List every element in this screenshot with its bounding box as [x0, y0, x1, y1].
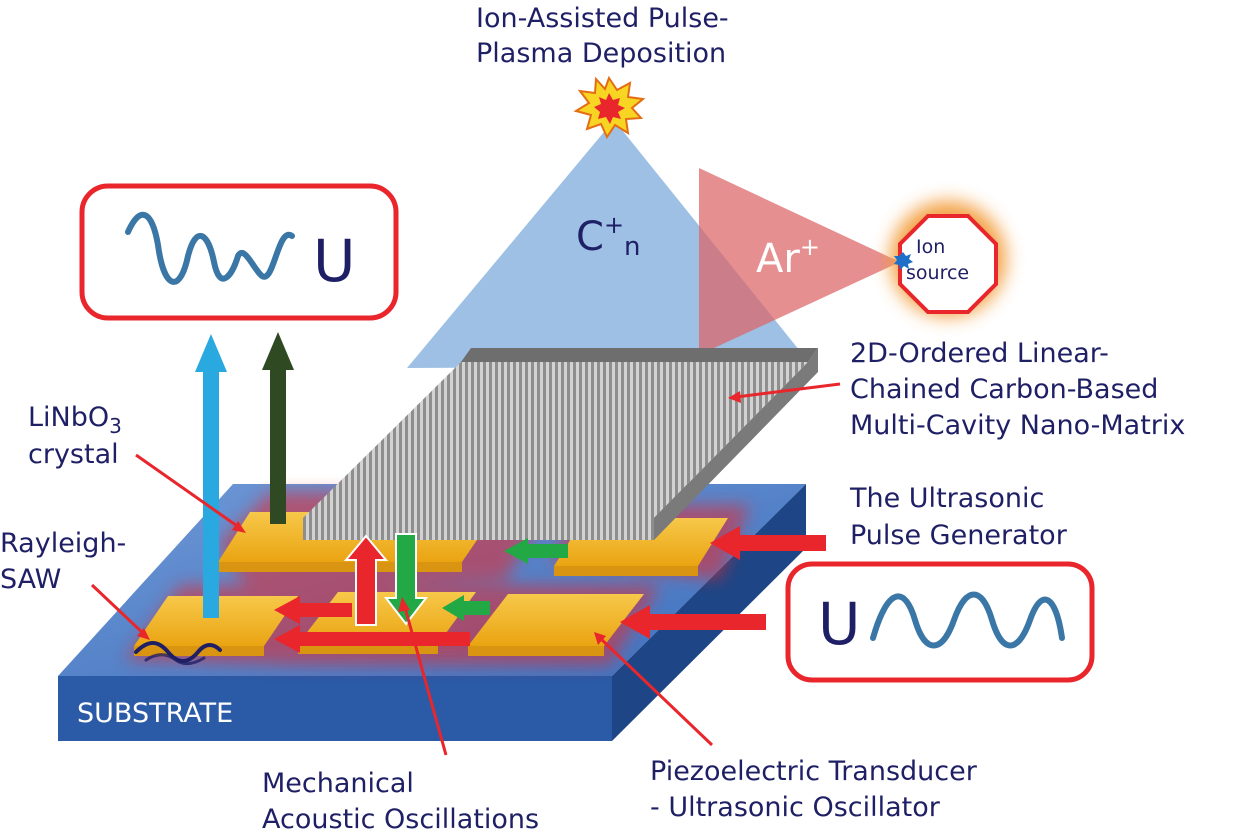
nano-matrix-side	[654, 348, 818, 540]
ion-emission-burst-icon	[894, 252, 913, 270]
title-line2: Plasma Deposition	[476, 38, 726, 69]
title-label: Ion-Assisted Pulse- Plasma Deposition	[476, 3, 729, 69]
darkgreen-arrow-shaft	[270, 368, 286, 524]
matrix-label-line2: Chained Carbon-Based	[850, 374, 1158, 405]
generator-label-line1: The Ultrasonic	[849, 483, 1044, 514]
generator-label: The Ultrasonic Pulse Generator	[849, 483, 1068, 551]
blue-arrow-shaft	[203, 370, 219, 618]
output-wave-icon	[125, 211, 295, 285]
input-wave-icon	[870, 591, 1065, 649]
red-left-arrow-input	[620, 605, 766, 639]
transducer-label-line2: - Ultrasonic Oscillator	[650, 792, 941, 823]
output-signal-panel: U	[79, 183, 399, 321]
ion-source-label-line2: source	[906, 262, 969, 284]
transducer-label-line1: Piezoelectric Transducer	[650, 756, 978, 787]
crystal-label: LiNbO3 crystal	[28, 402, 122, 470]
mechanical-label: Mechanical Acoustic Oscillations	[262, 768, 539, 835]
input-voltage-label: U	[818, 590, 860, 658]
output-arrows	[195, 332, 294, 618]
ion-source: Ion source	[890, 201, 1006, 317]
substrate-label: SUBSTRATE	[77, 698, 233, 729]
rayleigh-label: Rayleigh- SAW	[0, 528, 126, 595]
red-left-arrow-1	[274, 596, 352, 624]
ion-species-label: Ar+	[756, 233, 820, 282]
green-down-arrow	[383, 533, 429, 626]
wave-propagation-arrows	[274, 526, 826, 653]
green-left-arrow-upper	[504, 538, 568, 564]
red-left-arrow-generator	[710, 526, 826, 560]
pad-front-right	[468, 594, 644, 646]
substrate-front-face	[58, 676, 612, 741]
mechanical-label-line1: Mechanical	[262, 768, 414, 799]
red-left-arrow-2	[274, 625, 470, 653]
starburst-icon	[573, 75, 646, 140]
rayleigh-label-line1: Rayleigh-	[0, 528, 126, 559]
crystal-label-line2: crystal	[28, 439, 119, 470]
pointer-lines	[90, 382, 841, 756]
output-voltage-label: U	[313, 227, 355, 295]
mechanical-arrows	[343, 533, 429, 626]
matrix-label-line1: 2D-Ordered Linear-	[850, 338, 1109, 369]
ion-beam	[699, 168, 900, 355]
crystal-label-line1: LiNbO3	[28, 402, 122, 438]
pad-front-left	[134, 596, 298, 646]
green-left-arrow-lower	[442, 595, 490, 621]
input-signal-panel: U	[785, 561, 1095, 683]
matrix-label-line3: Multi-Cavity Nano-Matrix	[850, 410, 1185, 441]
blue-arrow-head	[195, 334, 227, 372]
darkgreen-arrow-head	[262, 332, 294, 370]
nano-matrix-top	[303, 362, 808, 518]
title-line1: Ion-Assisted Pulse-	[476, 3, 729, 34]
matrix-label: 2D-Ordered Linear- Chained Carbon-Based …	[850, 338, 1185, 441]
transducer-label: Piezoelectric Transducer - Ultrasonic Os…	[650, 756, 978, 823]
rayleigh-wave-icon	[134, 641, 222, 663]
generator-label-line2: Pulse Generator	[850, 520, 1068, 551]
plasma-species-label: C+n	[576, 211, 641, 262]
red-up-arrow	[343, 534, 389, 626]
mechanical-label-line2: Acoustic Oscillations	[262, 804, 539, 834]
nano-matrix-slab	[303, 348, 818, 540]
rayleigh-label-line2: SAW	[0, 564, 61, 595]
nano-matrix-front	[303, 518, 654, 540]
ion-source-label-line1: Ion	[916, 236, 945, 258]
